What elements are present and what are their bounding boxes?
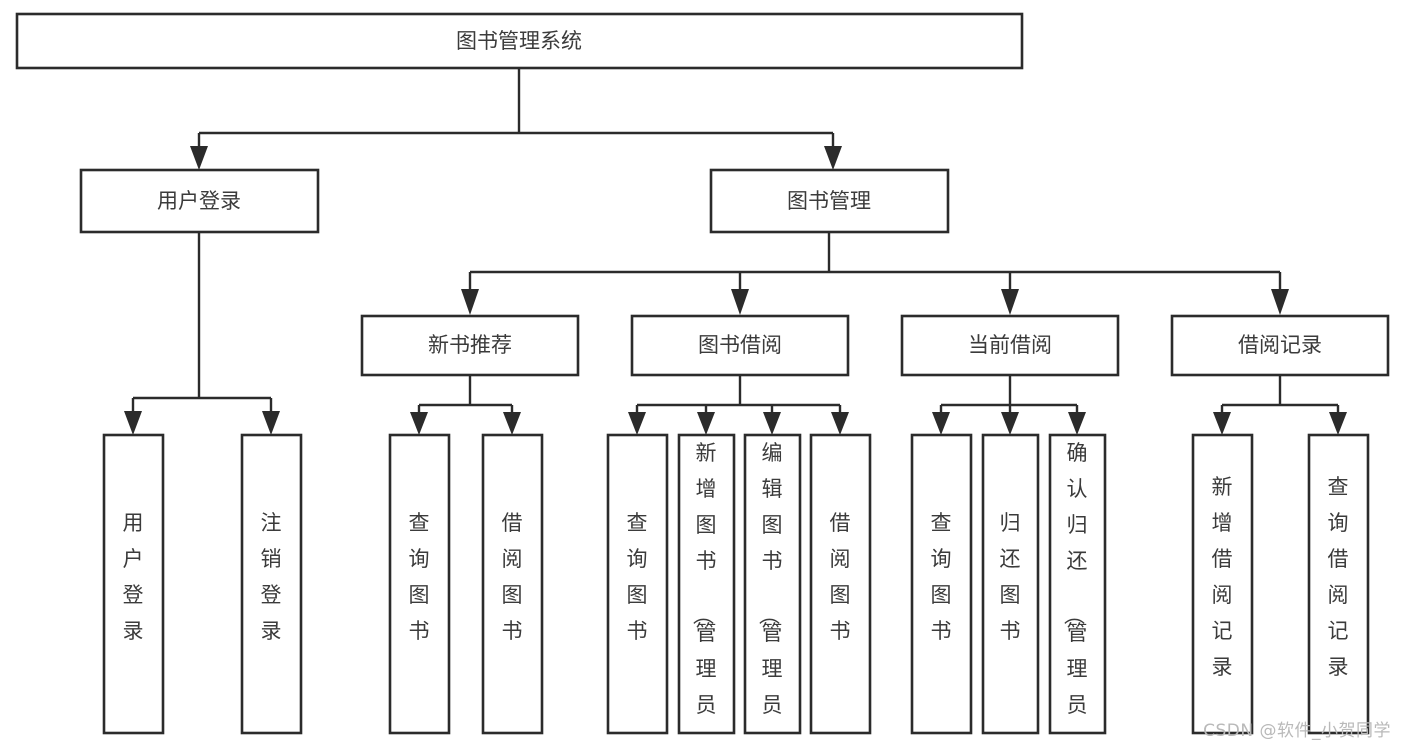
leaf-new-book-2[interactable]: 借阅图书 <box>481 433 544 735</box>
node-borrow-record-label: 借阅记录 <box>1238 333 1322 357</box>
arrow-bookmanage-to-borrow <box>731 289 749 315</box>
arrow-bookmanage-to-current <box>1001 289 1019 315</box>
node-current-borrow-label: 当前借阅 <box>968 333 1052 357</box>
node-book-manage-box[interactable] <box>709 168 950 234</box>
edge-userlogin-bus <box>131 232 273 420</box>
leaf-borrow-record-1-box[interactable] <box>1191 433 1254 735</box>
leaf-user-login-2-label: 注销登录 <box>261 511 282 643</box>
node-new-book-recommend-box[interactable] <box>360 314 580 377</box>
node-user-login-label: 用户登录 <box>157 189 241 213</box>
leaf-current-borrow-1[interactable]: 查询图书 <box>910 433 973 735</box>
edge-current-bus <box>939 375 1079 418</box>
edge-root-bus <box>197 68 835 155</box>
arrow-userlogin-to-leaf-2 <box>262 411 280 435</box>
leaf-new-book-2-label: 借阅图书 <box>502 511 523 643</box>
node-book-borrow-box[interactable] <box>630 314 850 377</box>
leaf-new-book-2-box[interactable] <box>481 433 544 735</box>
arrow-borrow-to-leaf-1 <box>628 412 646 435</box>
leaf-book-borrow-3[interactable]: 编辑图书（管理员） <box>743 433 802 747</box>
leaf-book-borrow-4[interactable]: 借阅图书 <box>809 433 872 735</box>
edge-borrow-bus <box>635 375 842 418</box>
arrow-borrow-to-leaf-3 <box>763 412 781 435</box>
leaf-book-borrow-4-label: 借阅图书 <box>830 511 851 643</box>
node-book-borrow[interactable]: 图书借阅 <box>630 314 850 377</box>
arrow-root-to-user-login <box>190 146 208 170</box>
arrow-borrow-to-leaf-2 <box>697 412 715 435</box>
leaf-book-borrow-3-box[interactable] <box>743 433 802 735</box>
leaf-book-borrow-1-box[interactable] <box>606 433 669 735</box>
arrow-bookmanage-to-record <box>1271 289 1289 315</box>
leaf-borrow-record-1[interactable]: 新增借阅记录 <box>1191 433 1254 735</box>
arrow-bookmanage-to-newbook <box>461 289 479 315</box>
node-book-manage-label: 图书管理 <box>787 189 871 213</box>
node-current-borrow[interactable]: 当前借阅 <box>900 314 1120 377</box>
node-user-login[interactable]: 用户登录 <box>79 168 320 234</box>
leaf-book-borrow-1[interactable]: 查询图书 <box>606 433 669 735</box>
leaf-borrow-record-2-box[interactable] <box>1307 433 1370 735</box>
arrow-current-to-leaf-2 <box>1001 412 1019 435</box>
edge-bookmanage-bus <box>468 232 1282 292</box>
node-root-label: 图书管理系统 <box>456 29 582 53</box>
arrow-record-to-leaf-2 <box>1329 412 1347 435</box>
leaf-borrow-record-2[interactable]: 查询借阅记录 <box>1307 433 1370 735</box>
arrow-current-to-leaf-3 <box>1068 412 1086 435</box>
leaf-user-login-1-box[interactable] <box>102 433 165 735</box>
leaf-current-borrow-3[interactable]: 确认归还（管理员） <box>1048 433 1107 747</box>
edge-record-bus <box>1220 375 1340 418</box>
node-book-manage[interactable]: 图书管理 <box>709 168 950 234</box>
node-root-box[interactable] <box>15 12 1024 70</box>
node-new-book-recommend[interactable]: 新书推荐 <box>360 314 580 377</box>
leaf-user-login-2-box[interactable] <box>240 433 303 735</box>
leaf-current-borrow-2-box[interactable] <box>981 433 1040 735</box>
leaf-borrow-record-2-label: 查询借阅记录 <box>1328 475 1349 679</box>
leaf-current-borrow-2[interactable]: 归还图书 <box>981 433 1040 735</box>
arrow-newbook-to-leaf-2 <box>503 412 521 435</box>
leaf-book-borrow-2-box[interactable] <box>677 433 736 735</box>
leaf-book-borrow-4-box[interactable] <box>809 433 872 735</box>
leaf-new-book-1-label: 查询图书 <box>409 511 430 643</box>
node-user-login-box[interactable] <box>79 168 320 234</box>
node-borrow-record[interactable]: 借阅记录 <box>1170 314 1390 377</box>
leaf-current-borrow-1-label: 查询图书 <box>931 511 952 643</box>
leaf-borrow-record-1-label: 新增借阅记录 <box>1212 475 1233 679</box>
leaf-current-borrow-3-box[interactable] <box>1048 433 1107 735</box>
node-book-borrow-label: 图书借阅 <box>698 333 782 357</box>
leaf-book-borrow-3-label: 编辑图书（管理员） <box>757 441 783 747</box>
leaf-new-book-1-box[interactable] <box>388 433 451 735</box>
leaf-current-borrow-2-label: 归还图书 <box>1000 511 1021 643</box>
edge-newbook-bus <box>417 375 514 418</box>
node-current-borrow-box[interactable] <box>900 314 1120 377</box>
arrow-root-to-book-manage <box>824 146 842 170</box>
arrow-record-to-leaf-1 <box>1213 412 1231 435</box>
node-root[interactable]: 图书管理系统 <box>15 12 1024 70</box>
arrow-current-to-leaf-1 <box>932 412 950 435</box>
arrow-borrow-to-leaf-4 <box>831 412 849 435</box>
leaf-current-borrow-3-label: 确认归还（管理员） <box>1062 441 1088 747</box>
leaf-user-login-1-label: 用户登录 <box>123 511 144 643</box>
leaf-book-borrow-2-label: 新增图书（管理员） <box>691 441 717 747</box>
arrow-userlogin-to-leaf-1 <box>124 411 142 435</box>
leaf-book-borrow-1-label: 查询图书 <box>627 511 648 643</box>
node-new-book-recommend-label: 新书推荐 <box>428 333 512 357</box>
leaf-user-login-1[interactable]: 用户登录 <box>102 433 165 735</box>
node-borrow-record-box[interactable] <box>1170 314 1390 377</box>
leaf-current-borrow-1-box[interactable] <box>910 433 973 735</box>
leaf-book-borrow-2[interactable]: 新增图书（管理员） <box>677 433 736 747</box>
leaf-new-book-1[interactable]: 查询图书 <box>388 433 451 735</box>
arrow-newbook-to-leaf-1 <box>410 412 428 435</box>
leaf-user-login-2[interactable]: 注销登录 <box>240 433 303 735</box>
connector-layer <box>124 68 1347 435</box>
